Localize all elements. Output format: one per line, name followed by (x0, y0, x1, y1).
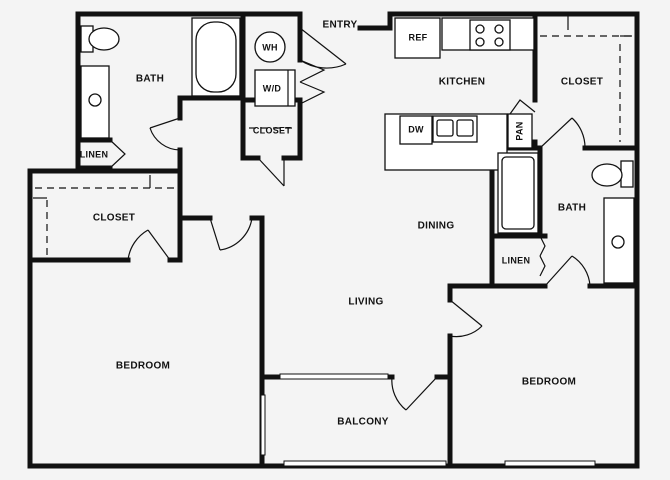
bathtub-right-basin (501, 156, 535, 230)
stove-icon (469, 19, 511, 51)
closet-left-label: CLOSET (93, 213, 135, 224)
sink-basin-icon (436, 119, 454, 137)
living-label: LIVING (348, 297, 383, 308)
sink-right (611, 235, 625, 249)
entry-label: ENTRY (322, 20, 357, 31)
toilet-right-icon (591, 163, 623, 187)
room-labels: ENTRY KITCHEN CLOSET BATH CLOSET LINEN C… (80, 20, 603, 428)
bedroom-right-window (504, 460, 596, 467)
dishwasher-label: DW (408, 124, 424, 134)
appliance-labels: WH W/D REF DW PAN (262, 32, 524, 140)
linen-left-label: LINEN (80, 149, 109, 159)
dishwasher-icon (399, 115, 433, 145)
interior-walls (27, 11, 640, 469)
bath-top-left-label: BATH (136, 74, 164, 85)
toilet-tank-right (620, 160, 634, 188)
toilet-left-icon (88, 27, 120, 51)
pantry-label: PAN (514, 121, 524, 140)
bath-right-label: BATH (558, 203, 586, 214)
bedroom-right-label: BEDROOM (522, 377, 576, 388)
kitchen-label: KITCHEN (439, 77, 486, 88)
refrigerator-icon (394, 17, 441, 59)
balcony-bottom-window (283, 460, 447, 467)
doors (109, 27, 591, 411)
pantry-icon (507, 113, 533, 149)
exterior-walls (27, 11, 640, 469)
washer-dryer-label: W/D (263, 83, 282, 93)
balcony-slider (279, 373, 389, 380)
fixtures (80, 17, 635, 284)
burner-icon (475, 37, 485, 47)
windows (260, 373, 596, 467)
water-heater-icon (254, 31, 286, 63)
vanity-left (80, 65, 110, 139)
dining-label: DINING (418, 221, 455, 232)
sink-left (88, 93, 102, 107)
sink-basin-icon (456, 119, 474, 137)
refrigerator-label: REF (409, 32, 428, 42)
closet-shelves (33, 14, 632, 255)
burner-icon (494, 37, 504, 47)
burner-icon (494, 24, 504, 34)
bedroom-balcony-window (260, 394, 266, 456)
burner-icon (475, 24, 485, 34)
linen-right-label: LINEN (502, 255, 531, 265)
bathtub-left-basin (195, 21, 237, 93)
closet-hall-label: CLOSET (253, 125, 292, 135)
closet-top-right-label: CLOSET (561, 77, 603, 88)
water-heater-label: WH (262, 42, 278, 52)
bedroom-left-label: BEDROOM (116, 361, 170, 372)
balcony-label: BALCONY (337, 417, 389, 428)
